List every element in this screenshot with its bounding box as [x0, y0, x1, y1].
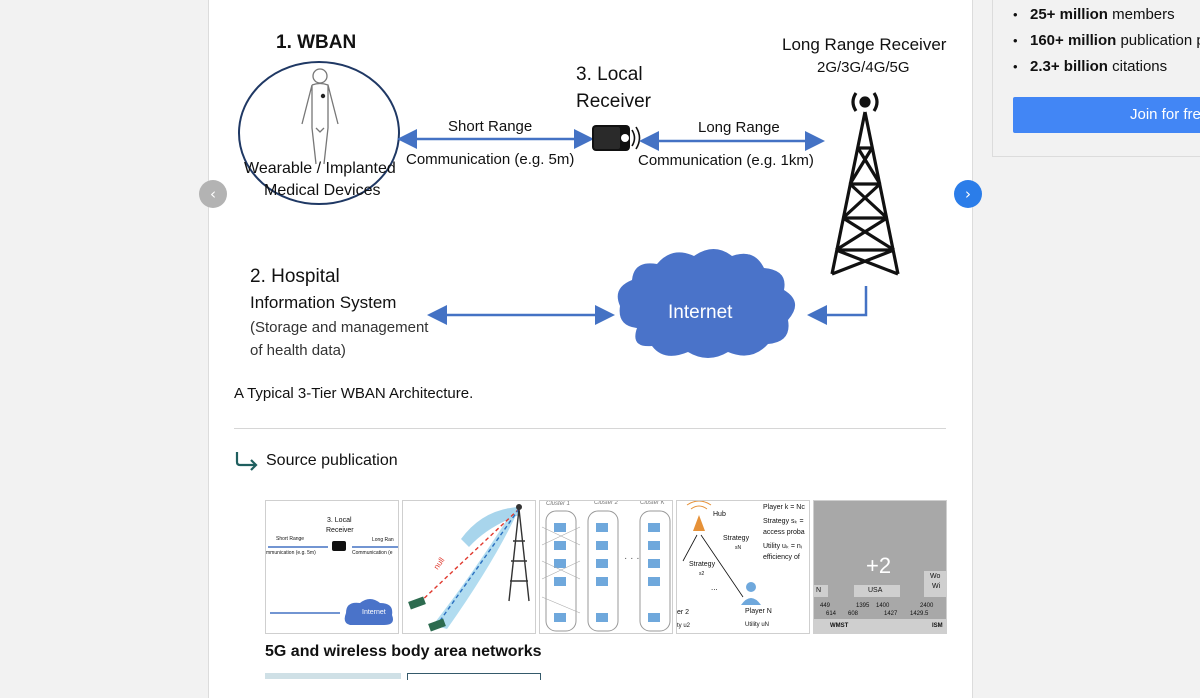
thumbnail-1-internet: Internet	[362, 609, 386, 616]
thumbnail-5-1427: 1427	[884, 611, 898, 617]
thumbnail-5-614: 614	[826, 611, 837, 617]
internet-label: Internet	[668, 302, 733, 323]
figure-caption: A Typical 3-Tier WBAN Architecture.	[234, 385, 474, 402]
thumbnail-5-more[interactable]: +2 N USA Wo Wi 449 1395 1400 2400 614 60…	[813, 500, 947, 634]
local-receiver-device-icon	[592, 125, 641, 151]
his-label-2: Information System	[250, 293, 397, 312]
local-receiver-label-2: Receiver	[576, 91, 651, 112]
stat-citations-label: citations	[1107, 58, 1168, 75]
stat-members-label: members	[1107, 6, 1175, 23]
chevron-right-icon: ›	[965, 185, 971, 203]
thumbnail-4-sn: sN	[735, 545, 742, 551]
thumbnail-5-n: N	[816, 587, 822, 594]
thumbnail-5-graphics	[814, 571, 946, 633]
cell-tower-icon	[830, 92, 900, 276]
join-button[interactable]: Join for fre	[1013, 97, 1200, 133]
thumbnail-4[interactable]: Hub Player k = Nc Strategy sₖ = access p…	[676, 500, 810, 634]
thumbnail-5-449: 449	[820, 603, 831, 609]
stat-publications: 160+ million publication p	[1013, 32, 1200, 58]
long-range-comm-label: Communication (e.g. 1km)	[638, 152, 814, 169]
thumbnail-3-cluster-2: Cluster 2	[594, 500, 619, 506]
thumbnail-2-graphics	[408, 504, 530, 632]
thumbnail-1-graphics	[268, 541, 398, 625]
thumbnail-3-cluster-1: Cluster 1	[546, 501, 571, 507]
devices-label-2: Medical Devices	[264, 182, 381, 199]
join-button-label: Join for fre	[1130, 106, 1200, 123]
thumbnail-5-wmst: WMST	[830, 623, 849, 629]
thumbnail-5-wi: Wi	[932, 583, 941, 590]
thumbnail-4-player-2: er 2	[677, 609, 690, 616]
long-range-receiver-sub: 2G/3G/4G/5G	[817, 59, 910, 76]
tower-to-internet-arrow	[807, 286, 868, 325]
thumbnail-4-utility: Utility uₖ = nᵢ	[763, 543, 802, 550]
thumbnail-1[interactable]: 3. Local Receiver Short Range Long Ran m…	[265, 500, 399, 634]
thumbnail-4-strategy-sk: Strategy sₖ =	[763, 518, 804, 525]
stat-members: 25+ million members	[1013, 6, 1200, 32]
divider	[234, 428, 946, 429]
thumbnail-4-graphics	[682, 501, 761, 605]
thumbnail-5-ism: ISM	[932, 623, 943, 629]
svg-text:· · ·: · · ·	[624, 553, 640, 564]
thumbnail-1-long: Long Ran	[372, 537, 394, 543]
local-receiver-label-1: 3. Local	[576, 64, 643, 85]
thumbnail-5-wo: Wo	[930, 573, 941, 580]
thumbnail-4-efficiency: efficiency of	[763, 554, 800, 561]
internet-cloud	[617, 249, 796, 358]
his-label-3: (Storage and management	[250, 319, 429, 336]
thumbnail-4-u2: ty u2	[677, 623, 691, 629]
thumbnail-1-local-1: 3. Local	[327, 517, 352, 524]
thumbnail-1-local-2: Receiver	[326, 527, 354, 534]
next-row-card-2[interactable]	[407, 673, 541, 680]
thumbnail-3-graphics: · · ·	[541, 510, 671, 632]
thumbnail-4-un: Utility uN	[745, 622, 770, 628]
stat-publications-value: 160+ million	[1030, 32, 1117, 49]
short-range-label: Short Range	[448, 118, 533, 135]
thumbnail-4-player-n: Player N	[745, 608, 772, 615]
thumbnail-3[interactable]: · · · Cluster 1 Cluster 2 Cluster K	[539, 500, 673, 634]
next-figure-button[interactable]: ›	[954, 180, 982, 208]
wban-title: 1. WBAN	[276, 32, 357, 53]
site-stats-list: 25+ million members 160+ million publica…	[1013, 6, 1200, 84]
return-arrow-icon	[235, 452, 258, 471]
his-label-4: of health data)	[250, 342, 346, 359]
long-range-receiver-title: Long Range Receiver	[782, 35, 947, 54]
thumbnail-4-strategy-2: Strategy	[689, 561, 716, 568]
thumbnail-1-comm-2: Communication (e	[352, 550, 393, 556]
thumbnail-4-access: access proba	[763, 529, 805, 536]
thumbnail-5-more-count: +2	[866, 553, 892, 578]
thumbnail-5-1429: 1429.5	[910, 611, 929, 617]
thumbnail-5-2400: 2400	[920, 603, 934, 609]
source-publication-header: Source publication	[234, 446, 398, 476]
his-label-1: 2. Hospital	[250, 266, 340, 287]
devices-label-1: Wearable / Implanted	[244, 160, 396, 177]
stat-citations: 2.3+ billion citations	[1013, 58, 1200, 84]
thumbnail-5-usa: USA	[868, 587, 883, 594]
figure-graphics	[238, 61, 900, 358]
stat-publications-label: publication p	[1116, 32, 1200, 49]
stat-citations-value: 2.3+ billion	[1030, 58, 1108, 75]
thumbnail-5-1395: 1395	[856, 603, 870, 609]
thumbnail-5-608: 608	[848, 611, 859, 617]
wban-architecture-figure: 1. WBAN Wearable / Implanted Medical Dev…	[232, 28, 952, 373]
human-body-icon	[301, 68, 339, 165]
publication-title[interactable]: 5G and wireless body area networks	[265, 643, 542, 660]
publication-figure-thumbnails: 3. Local Receiver Short Range Long Ran m…	[265, 500, 947, 634]
thumbnail-4-s2: s2	[699, 571, 705, 577]
short-range-comm-label: Communication (e.g. 5m)	[406, 151, 575, 168]
thumbnail-3-cluster-k: Cluster K	[640, 500, 665, 506]
stat-members-value: 25+ million	[1030, 6, 1108, 23]
thumbnail-4-hub: Hub	[713, 511, 726, 518]
long-range-label: Long Range	[698, 119, 780, 136]
source-publication-label: Source publication	[266, 452, 398, 469]
thumbnail-1-comm-1: mmunication (e.g. 5m)	[266, 550, 316, 556]
thumbnail-2[interactable]: null	[402, 500, 536, 634]
thumbnail-4-strategy: Strategy	[723, 535, 750, 542]
next-row-card-1[interactable]	[265, 673, 401, 679]
chevron-left-icon: ‹	[210, 185, 216, 203]
thumbnail-1-short: Short Range	[276, 536, 305, 542]
thumbnail-4-player-k: Player k = Nc	[763, 504, 805, 511]
previous-figure-button[interactable]: ‹	[199, 180, 227, 208]
thumbnail-5-1400: 1400	[876, 603, 890, 609]
thumbnail-4-dots: ...	[711, 583, 718, 592]
